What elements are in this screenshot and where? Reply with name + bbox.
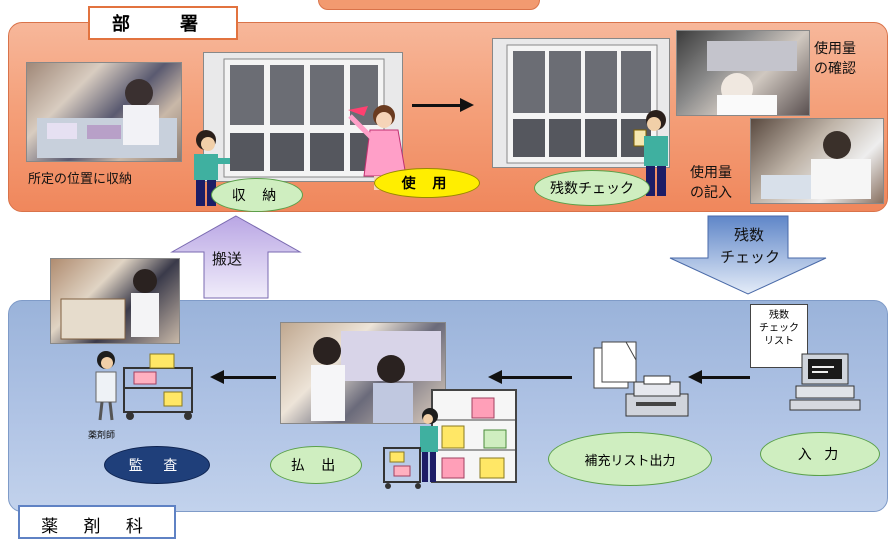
audit-oval-label: 監 査 [128,458,186,474]
department-label: 部 署 [88,6,238,40]
store-oval: 収 納 [211,178,303,212]
cabinet-1-shelves [223,58,385,178]
check-list-document: 残数 チェック リスト [750,304,808,368]
refill-output-oval-label: 補充リスト出力 [584,453,676,469]
dispense-photo [280,322,446,424]
printer-icon [593,341,689,417]
dispense-oval-label: 払 出 [290,458,342,474]
cabinet-photo-2 [492,38,670,168]
top-tab [318,0,540,10]
check-list-line-1: 残数 [769,310,789,321]
transport-photo [50,258,180,344]
pharmacist-label: 薬剤師 [88,431,116,441]
usage-record-line-1: 使用量 [690,165,732,181]
remaining-check-line-1: 残数 [734,226,765,244]
remaining-check-line-2: チェック [720,248,781,266]
refill-output-oval: 補充リスト出力 [548,432,712,486]
usage-confirm-photo [676,30,810,116]
input-oval-label: 入 力 [797,447,843,463]
dispense-shelf-icon [383,389,517,489]
storing-photo-figure [37,79,177,158]
usage-record-photo [750,118,884,204]
usage-confirm-line-1: 使用量 [814,41,856,57]
audit-arrow-line [222,376,276,379]
dispense-oval: 払 出 [270,446,362,484]
pharmacy-label: 薬 剤 科 [18,505,176,539]
check-oval-label: 残数チェック [550,181,634,197]
transport-label: 搬送 [212,250,243,268]
computer-icon [789,353,861,411]
remaining-check-arrow [669,215,827,295]
check-list-line-2: チェック [759,323,799,334]
input-arrow-line [700,376,750,379]
transport-arrow [170,215,302,299]
transport-photo-figure [60,269,159,340]
usage-record-line-2: の記入 [690,185,732,201]
store-caption: 所定の位置に収納 [28,172,133,187]
use-oval-label: 使 用 [401,176,453,192]
input-arrow-head [688,370,702,384]
input-oval: 入 力 [760,432,880,476]
audit-arrow-head [210,370,224,384]
use-oval: 使 用 [374,168,480,198]
check-oval: 残数チェック [534,170,650,206]
store-oval-label: 収 納 [231,188,283,204]
cabinet-2-shelves [506,44,658,164]
dispense-photo-figure [311,331,441,423]
check-list-line-3: リスト [764,336,794,347]
storing-photo [26,62,182,162]
pharmacist-cart-icon [95,351,193,421]
audit-oval: 監 査 [104,446,210,484]
usage-confirm-figure [707,41,797,115]
cabinet-arrow-head [460,98,474,112]
staff-checking-icon [633,110,668,196]
cabinet-arrow-line [412,104,462,107]
usage-record-figure [761,131,871,199]
dispense-arrow-line [500,376,572,379]
usage-confirm-line-2: の確認 [814,61,856,77]
dispense-arrow-head [488,370,502,384]
